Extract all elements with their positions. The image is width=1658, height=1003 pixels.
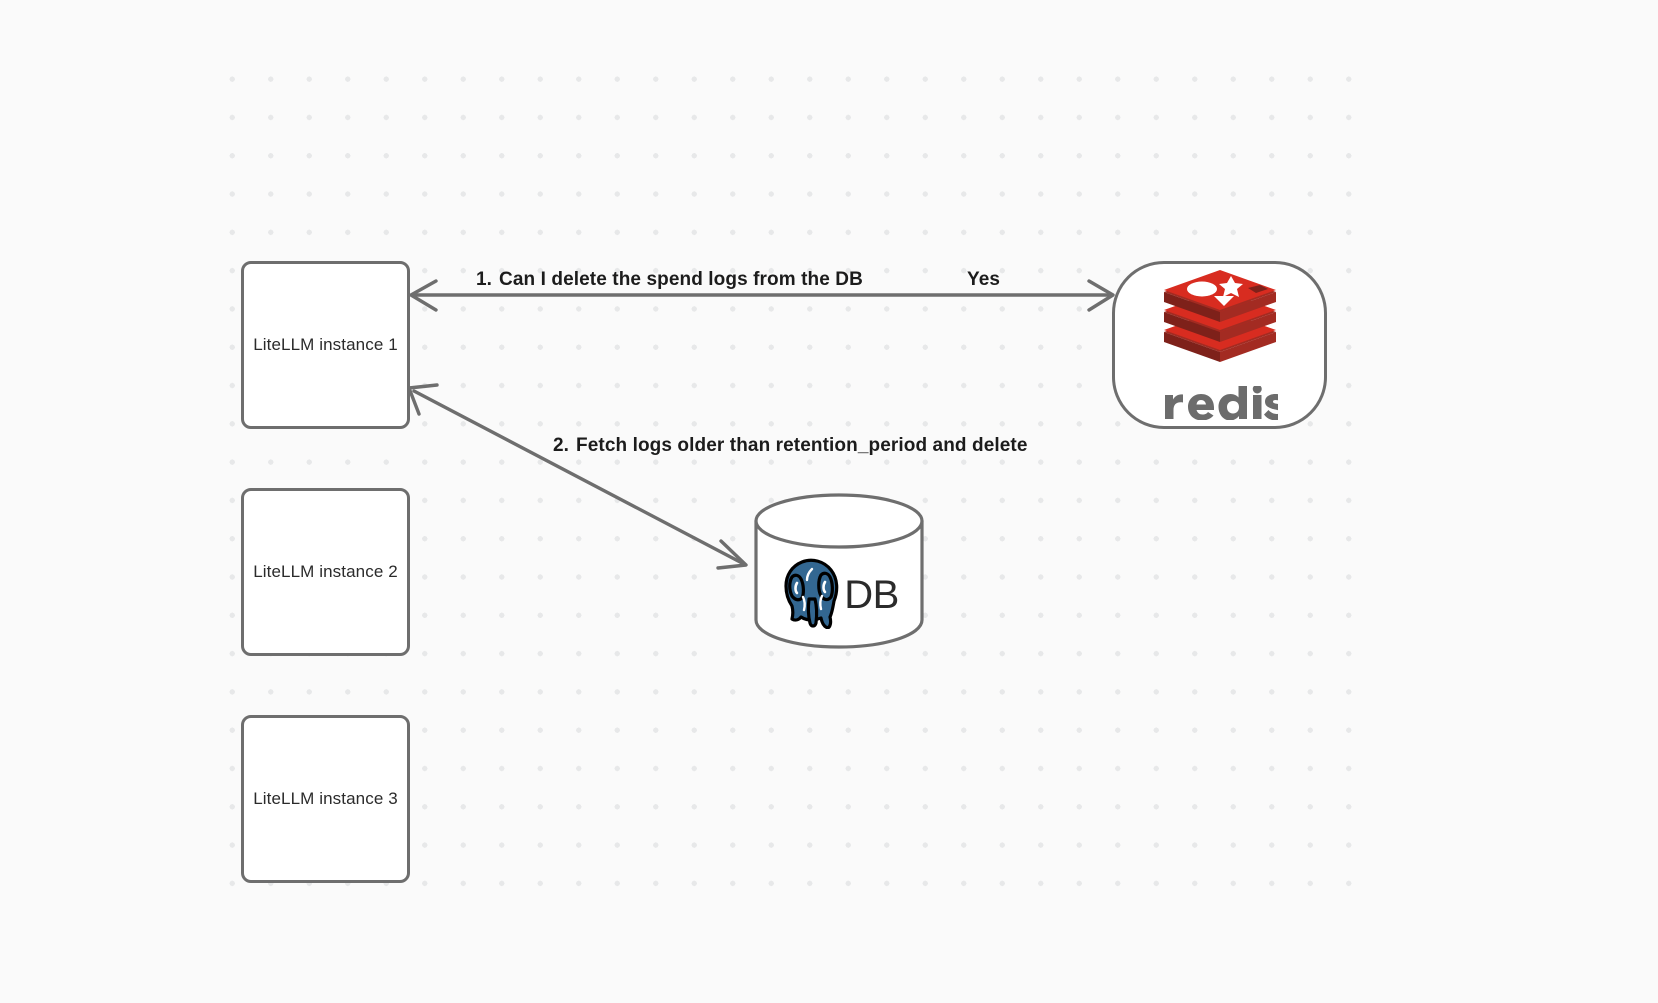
edge-label-2: 2. Fetch logs older than retention_period… (553, 435, 1028, 457)
edge-label-1-answer: Yes (967, 269, 1001, 290)
node-litellm-instance-3-label: LiteLLM instance 3 (253, 789, 398, 808)
node-litellm-instance-2[interactable]: LiteLLM instance 2 (241, 488, 410, 656)
edge-label-1-number: 1. (476, 269, 493, 290)
node-redis[interactable] (1112, 261, 1327, 429)
node-litellm-instance-3[interactable]: LiteLLM instance 3 (241, 715, 410, 883)
edge-llm1-db-arrowhead-start (407, 383, 439, 416)
edge-llm1-db-line (412, 389, 744, 565)
edge-label-1: 1. Can I delete the spend logs from the D… (476, 269, 863, 291)
node-litellm-instance-2-label: LiteLLM instance 2 (253, 562, 398, 581)
edge-label-2-number: 2. (553, 435, 570, 456)
edge-label-2-text: Fetch logs older than retention_period a… (576, 435, 1028, 456)
database-content: DB (753, 548, 925, 638)
node-litellm-instance-1-label: LiteLLM instance 1 (253, 335, 398, 354)
database-label: DB (844, 573, 899, 617)
edge-llm1-redis-arrowhead-right (1087, 279, 1115, 312)
redis-wordmark (1164, 386, 1278, 420)
edge-llm1-db-arrowhead-end (716, 539, 748, 570)
edge-label-1-text: Can I delete the spend logs from the DB (499, 269, 863, 290)
node-database[interactable]: DB (753, 492, 925, 649)
postgresql-elephant-icon (784, 558, 839, 629)
node-litellm-instance-1[interactable]: LiteLLM instance 1 (241, 261, 410, 429)
edge-llm1-redis-arrowhead-left (409, 279, 438, 312)
redis-logo-icon (1163, 270, 1276, 362)
